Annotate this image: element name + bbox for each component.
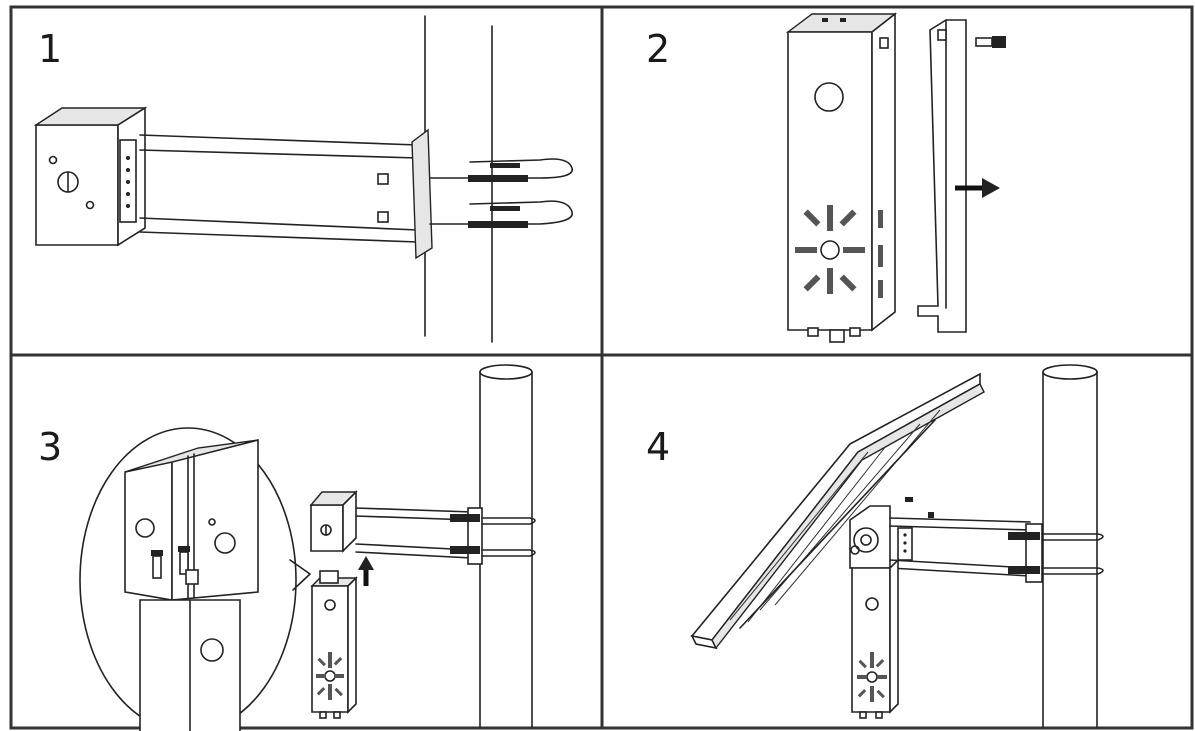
back-plate-2 — [917, 19, 967, 333]
tilt-mount-4 — [849, 497, 934, 569]
pole-clamp-3 — [450, 507, 536, 565]
u-bolt-lower-1 — [429, 200, 573, 228]
panel-1: 1 — [33, 15, 573, 343]
magnify-callout-3 — [79, 427, 311, 731]
vent-pattern-2 — [795, 205, 883, 298]
step-number-4: 4 — [646, 425, 670, 469]
junction-box-1 — [33, 106, 148, 247]
pole-clamp-4 — [1008, 523, 1104, 583]
enclosure-4 — [851, 558, 899, 719]
arrow-right-icon-2 — [955, 178, 1000, 198]
enclosure-3 — [310, 570, 358, 719]
solar-panel-4 — [690, 372, 985, 650]
panel-3: 3 — [38, 364, 536, 731]
pole-4 — [1042, 364, 1098, 728]
mounting-plate-1 — [411, 128, 433, 260]
junction-box-3 — [309, 490, 358, 553]
step-number-1: 1 — [38, 27, 62, 71]
panel-2: 2 — [646, 12, 1006, 343]
panel-frame — [9, 5, 1194, 730]
bracket-arm-4 — [889, 517, 1031, 577]
screw-icon-2 — [975, 36, 1006, 48]
panel-4: 4 — [646, 364, 1104, 728]
enclosure-2 — [785, 12, 898, 343]
u-bolt-upper-1 — [429, 158, 573, 182]
step-number-3: 3 — [38, 425, 62, 469]
step-number-2: 2 — [646, 27, 670, 71]
arrow-up-icon-3 — [358, 556, 374, 586]
pole-3 — [479, 364, 533, 728]
bracket-arm-1 — [139, 134, 419, 243]
nuts-1 — [377, 173, 389, 223]
